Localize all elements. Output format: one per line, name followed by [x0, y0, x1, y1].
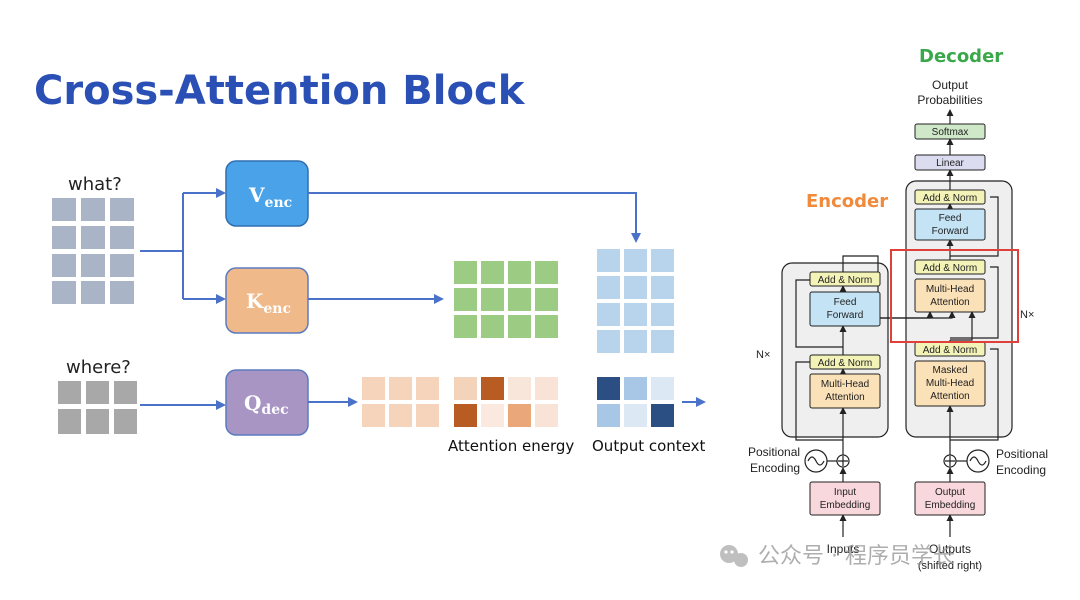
input-embedding: Input Embedding [809, 481, 881, 516]
decoder-title: Decoder [919, 46, 1003, 67]
svg-text:Venc: Venc [248, 183, 292, 211]
encoder-add-norm-low: Add & Norm [809, 354, 881, 370]
decoder-mha-label1: Multi-Head [926, 284, 974, 295]
pos-enc-right-line2: Encoding [996, 463, 1046, 477]
attention-energy-grid [454, 377, 558, 427]
query-projection-grid [362, 377, 439, 427]
what-label: what? [68, 174, 122, 195]
pos-enc-left-line1: Positional [748, 445, 800, 459]
softmax-label: Softmax [932, 127, 969, 138]
where-label: where? [66, 357, 131, 378]
decoder-mha-label2: Attention [930, 297, 969, 308]
encoder-mha-label1: Multi-Head [821, 379, 869, 390]
output-context-grid [597, 377, 674, 427]
branch-connector [140, 188, 226, 410]
v-sub-text: enc [265, 195, 293, 211]
encoder-title: Encoder [806, 191, 888, 212]
decoder-positional-encoding [943, 449, 990, 473]
svg-text:Kenc: Kenc [246, 289, 291, 317]
decoder-add-norm-top-label: Add & Norm [923, 193, 977, 204]
pos-enc-right-line1: Positional [996, 447, 1048, 461]
output-embedding: Output Embedding [914, 481, 986, 516]
svg-text:Qdec: Qdec [244, 391, 289, 418]
decoder-cross-attention: Multi-Head Attention [914, 278, 986, 313]
decoder-softmax: Softmax [914, 123, 986, 140]
decoder-masked-label3: Attention [930, 391, 969, 402]
inputs-label: Inputs [827, 542, 860, 556]
outputs-label-line2: (shifted right) [918, 560, 982, 572]
decoder-linear: Linear [914, 154, 986, 171]
decoder-masked-attention: Masked Multi-Head Attention [914, 360, 986, 407]
encoder-nx-label: N× [756, 349, 770, 361]
linear-label: Linear [936, 158, 964, 169]
outputs-label-line1: Outputs [929, 542, 971, 556]
decoder-masked-label2: Multi-Head [926, 378, 974, 389]
encoder-feed-forward: Feed Forward [809, 291, 881, 327]
block-arrows [308, 192, 706, 407]
decoder-add-norm-mid: Add & Norm [914, 259, 986, 275]
k-main-text: K [246, 289, 264, 313]
decoder-add-norm-top: Add & Norm [914, 189, 986, 205]
watermark: 公众号 · 程序员学长 [720, 544, 955, 569]
slide-title: Cross-Attention Block [34, 68, 526, 114]
decoder-nx-label: N× [1020, 309, 1034, 321]
decoder-input-grid [58, 381, 137, 434]
output-embedding-label1: Output [935, 487, 965, 498]
input-embedding-label2: Embedding [820, 500, 871, 511]
decoder-add-norm-low-label: Add & Norm [923, 345, 977, 356]
cross-attention-highlight [890, 249, 1019, 343]
decoder-add-norm-mid-label: Add & Norm [923, 263, 977, 274]
transformer-flow-arrows [795, 109, 999, 537]
key-encoder-block: Kenc [225, 267, 309, 334]
input-embedding-label1: Input [834, 487, 856, 498]
value-encoder-block: Venc [225, 160, 309, 227]
encoder-positional-encoding [804, 449, 850, 473]
output-probabilities-line1: Output [932, 78, 969, 92]
decoder-ff-label2: Forward [932, 226, 969, 237]
encoder-add-norm-low-label: Add & Norm [818, 358, 872, 369]
decoder-masked-label1: Masked [932, 365, 967, 376]
output-embedding-label2: Embedding [925, 500, 976, 511]
decoder-ff-label1: Feed [939, 213, 962, 224]
output-context-label: Output context [592, 437, 706, 455]
query-decoder-block: Qdec [225, 369, 309, 436]
q-main-text: Q [244, 391, 261, 415]
encoder-add-norm-top-label: Add & Norm [818, 275, 872, 286]
encoder-mha-label2: Attention [825, 392, 864, 403]
v-main-text: V [248, 183, 265, 207]
attention-energy-label: Attention energy [448, 437, 574, 455]
key-projection-grid [454, 261, 558, 338]
encoder-input-grid [52, 198, 134, 304]
encoder-multi-head-attention: Multi-Head Attention [809, 373, 881, 409]
decoder-add-norm-low: Add & Norm [914, 341, 986, 357]
k-sub-text: enc [263, 301, 291, 317]
q-sub-text: dec [261, 402, 288, 418]
value-projection-grid [597, 249, 674, 353]
pos-enc-left-line2: Encoding [750, 461, 800, 475]
encoder-stack-container [781, 262, 889, 438]
encoder-ff-label1: Feed [834, 297, 857, 308]
encoder-ff-label2: Forward [827, 310, 864, 321]
watermark-text: 公众号 · 程序员学长 [758, 544, 955, 569]
encoder-add-norm-top: Add & Norm [809, 271, 881, 287]
output-probabilities-line2: Probabilities [917, 93, 982, 107]
decoder-feed-forward: Feed Forward [914, 208, 986, 241]
